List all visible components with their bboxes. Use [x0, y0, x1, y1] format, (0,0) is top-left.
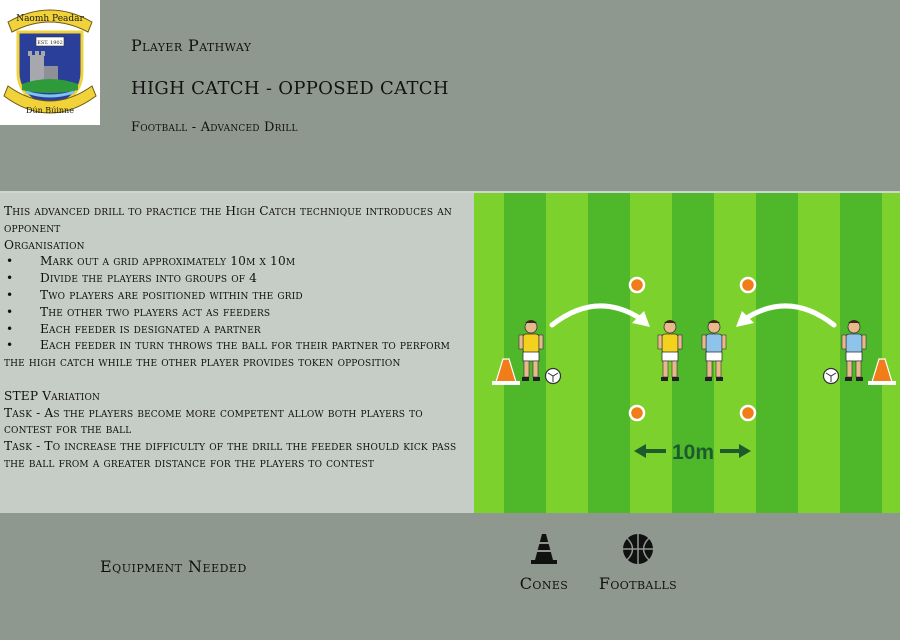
organisation-heading: Organisation — [4, 237, 85, 252]
step-heading: STEP Variation — [4, 388, 101, 403]
organisation-list: •Mark out a grid approximately 10m x 10m… — [4, 253, 470, 371]
throw-arrow-right — [739, 303, 837, 328]
distance-label: 10m — [672, 441, 714, 464]
pitch-stripes — [474, 193, 900, 513]
pitch-stripe — [588, 193, 630, 513]
marker-icon — [739, 276, 757, 294]
player-catcher-blue — [701, 320, 727, 381]
players — [518, 320, 867, 381]
cone-icon — [492, 358, 520, 385]
drill-intro: This advanced drill to practice the High… — [4, 204, 452, 235]
player-feeder-left — [518, 320, 544, 381]
equipment-footballs-label: Footballs — [598, 574, 678, 593]
task-2: Task - To increase the difficulty of the… — [4, 439, 457, 470]
list-item: •Mark out a grid approximately 10m x 10m — [6, 254, 296, 269]
drill-description-panel: This advanced drill to practice the High… — [0, 193, 474, 513]
list-item: •Each feeder is designated a partner — [6, 321, 261, 336]
pitch-svg: 10m — [474, 193, 900, 513]
football-icon — [822, 367, 840, 385]
equipment-heading: Equipment Needed — [100, 557, 247, 576]
throw-arrow-left — [549, 303, 647, 328]
section-divider — [0, 191, 900, 193]
football-icon — [623, 534, 653, 564]
player-feeder-right — [841, 320, 867, 381]
arrowhead-icon — [632, 311, 650, 327]
pitch-stripe — [756, 193, 798, 513]
pitch-stripe — [798, 193, 840, 513]
cone-icon — [531, 534, 557, 564]
club-crest: Naomh Peadar EST. 1902 Dún Búinne — [0, 0, 100, 125]
arrow-left-icon — [634, 444, 646, 458]
crest-top-text: Naomh Peadar — [16, 14, 84, 24]
arrowhead-icon — [736, 311, 754, 327]
football-icon — [544, 367, 562, 385]
pitch-stripe — [546, 193, 588, 513]
list-item: •Divide the players into groups of 4 — [6, 271, 258, 286]
marker-icon — [628, 404, 646, 422]
player-catcher-yellow — [657, 320, 683, 381]
marker-icon — [628, 276, 646, 294]
list-item: •Two players are positioned within the g… — [6, 287, 303, 302]
distance-indicator: 10m — [634, 441, 751, 464]
page-subtitle: Player Pathway — [131, 36, 252, 55]
crest-icon: Naomh Peadar EST. 1902 Dún Búinne — [3, 9, 97, 115]
equipment-cones-label: Cones — [519, 574, 569, 593]
drill-diagram: 10m — [474, 193, 900, 513]
cone-icon — [868, 358, 896, 385]
list-item: •The other two players act as feeders — [6, 304, 271, 319]
list-item: •Each feeder in turn throws the ball for… — [4, 338, 450, 370]
page-title: HIGH CATCH - OPPOSED CATCH — [131, 78, 449, 99]
pitch-stripe — [882, 193, 900, 513]
crest-est-text: EST. 1902 — [37, 40, 63, 46]
task-1: Task - As the players become more compet… — [4, 405, 423, 437]
crest-bottom-text: Dún Búinne — [26, 106, 74, 115]
pitch-stripe — [474, 193, 504, 513]
drill-category: Football - Advanced Drill — [131, 120, 298, 135]
equipment-footballs: Footballs — [586, 532, 690, 593]
arrow-right-icon — [739, 444, 751, 458]
equipment-cones: Cones — [512, 532, 576, 593]
marker-icon — [739, 404, 757, 422]
